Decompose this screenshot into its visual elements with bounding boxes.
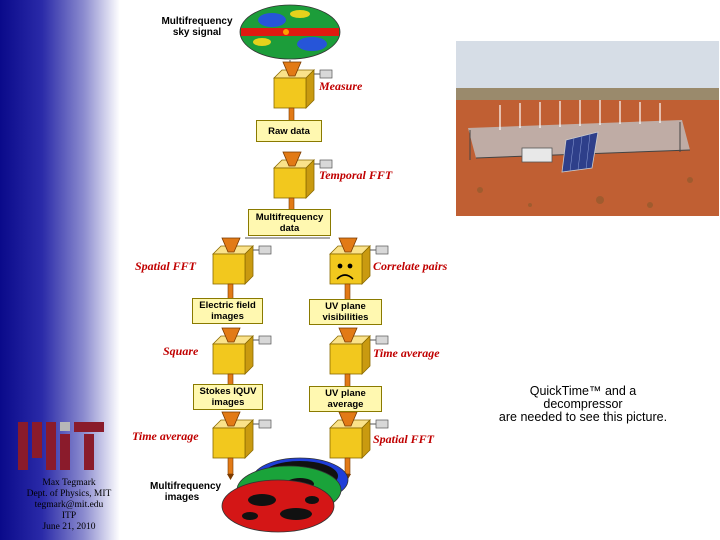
quicktime-notice: QuickTime™ and a decompressor are needed…	[498, 384, 668, 424]
time-average-right-label: Time average	[373, 346, 440, 360]
sky-signal-label: Multifrequency sky signal	[161, 16, 233, 38]
mit-logo	[18, 422, 104, 470]
antenna-array-photo	[456, 41, 719, 216]
author-date: June 21, 2010	[42, 522, 96, 532]
spatial-fft-left-label: Spatial FFT	[135, 259, 197, 273]
author-email: tegmark@mit.edu	[34, 500, 104, 510]
sad-face-icon	[336, 263, 354, 280]
multifrequency-images-label: Multifrequency images	[150, 481, 222, 503]
author-dept: Dept. of Physics, MIT	[26, 489, 112, 499]
temporal-fft-label: Temporal FFT	[319, 168, 393, 182]
author-block: Max Tegmark Dept. of Physics, MIT tegmar…	[8, 478, 130, 533]
time-average-left-label: Time average	[132, 429, 199, 443]
author-name: Max Tegmark	[42, 478, 96, 488]
multifrequency-data-box: Multifrequency data	[248, 209, 331, 236]
spatial-fft-cube-icon	[212, 237, 272, 307]
stokes-images-box: Stokes IQUV images	[193, 384, 263, 410]
spatial-fft-right-label: Spatial FFT	[373, 432, 435, 446]
electric-field-images-box: Electric field images	[192, 298, 263, 324]
sky-map-icon	[239, 4, 341, 60]
square-label: Square	[163, 344, 199, 358]
author-venue: ITP	[61, 511, 77, 521]
correlate-pairs-label: Correlate pairs	[373, 259, 448, 273]
raw-data-box: Raw data	[256, 120, 322, 142]
multifrequency-maps-icon	[221, 457, 349, 533]
uv-average-box: UV plane average	[309, 386, 382, 412]
uv-visibilities-box: UV plane visibilities	[309, 299, 382, 325]
measure-label: Measure	[319, 79, 363, 93]
